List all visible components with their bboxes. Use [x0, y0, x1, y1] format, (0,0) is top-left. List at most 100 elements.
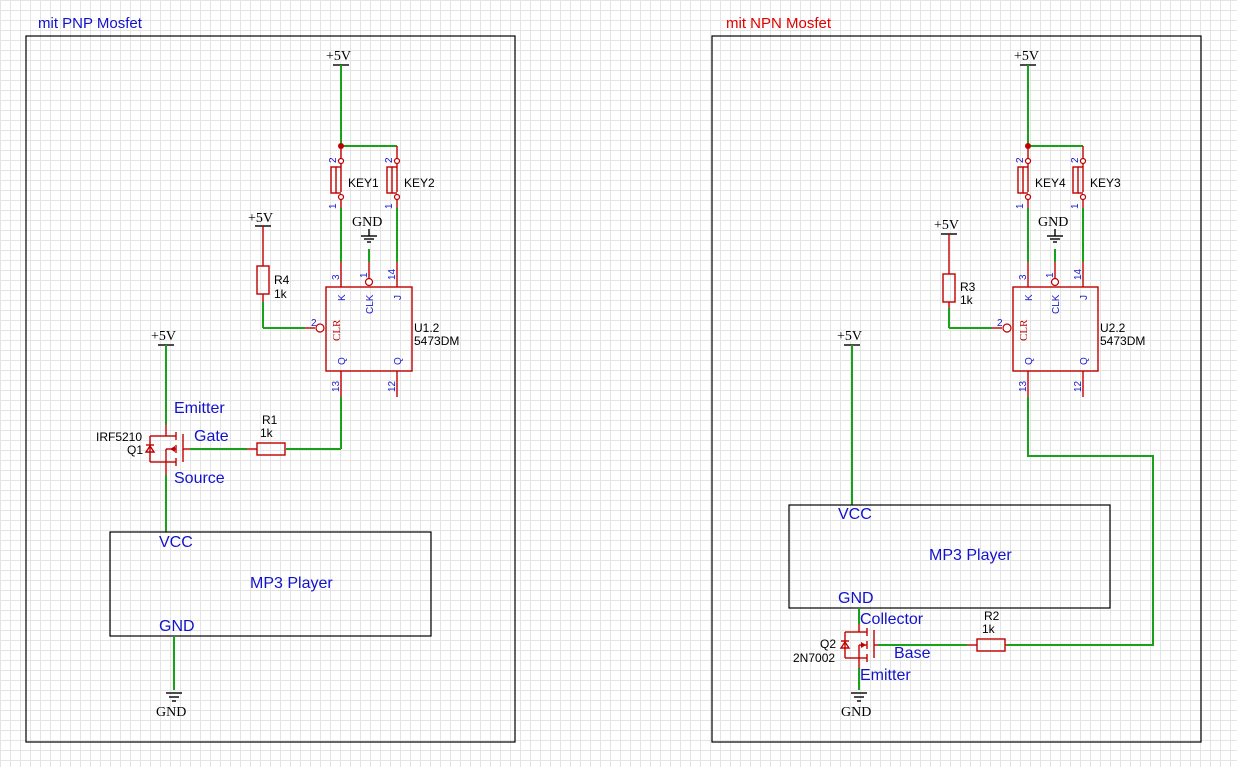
left-r4: R4 1k: [256, 265, 290, 302]
mosfet-ref: Q2: [820, 637, 836, 651]
right-gnd-ic: GND: [1038, 215, 1068, 262]
ic-ref: U2.2: [1100, 321, 1126, 335]
right-power-r: +5V: [934, 218, 959, 274]
power-label: +5V: [248, 211, 273, 226]
player-name: MP3 Player: [250, 575, 333, 592]
left-title: mit PNP Mosfet: [38, 15, 143, 32]
pin-number: 3: [331, 274, 342, 280]
pin-number: 14: [1073, 268, 1084, 280]
pin-number: 14: [387, 268, 398, 280]
emitter-label: Emitter: [860, 667, 911, 684]
power-label: +5V: [837, 329, 862, 344]
right-frame: [711, 35, 1202, 743]
left-gnd-bottom: GND: [156, 636, 186, 720]
pin-number: 1: [1045, 272, 1056, 278]
left-r1: R1 1k: [247, 413, 286, 456]
pin-number: 13: [1018, 380, 1029, 392]
right-r2: R2 1k: [967, 609, 1007, 652]
resistor-ref: R4: [274, 273, 290, 287]
right-key3: KEY3 2 1: [1070, 146, 1121, 209]
pin-number: 3: [1018, 274, 1029, 280]
gnd-label: GND: [841, 705, 871, 720]
resistor-value: 1k: [260, 426, 274, 440]
key-label: KEY1: [348, 176, 379, 190]
mosfet-part: 2N7002: [793, 651, 835, 665]
pin-number: 2: [384, 157, 395, 163]
source-label: Source: [174, 470, 225, 487]
pin-number: 2: [328, 157, 339, 163]
left-gnd-ic: GND: [352, 215, 382, 262]
pin-name: Q: [1024, 357, 1035, 365]
pin-name: CLK: [1051, 294, 1062, 314]
pin-number: 12: [1073, 380, 1084, 392]
pin-name: CLR: [331, 319, 343, 341]
right-schematic: mit NPN Mosfet +5V KEY4 2 1: [711, 15, 1202, 743]
base-label: Base: [894, 645, 931, 662]
pin-number: 2: [311, 318, 317, 329]
key-label: KEY3: [1090, 176, 1121, 190]
left-q1-mosfet: IRF5210 Q1 Emitter Gate Source: [96, 400, 229, 487]
right-mp3-player: VCC MP3 Player GND: [788, 504, 1111, 609]
pin-name: J: [1079, 295, 1090, 300]
collector-label: Collector: [860, 611, 924, 628]
pin-name: CLK: [365, 294, 376, 314]
resistor-ref: R2: [984, 609, 1000, 623]
power-label: +5V: [1014, 49, 1039, 64]
gnd-label: GND: [1038, 215, 1068, 230]
left-power-q: +5V: [151, 329, 176, 425]
pin-number: 13: [331, 380, 342, 392]
pin-number: 2: [1070, 157, 1081, 163]
resistor-value: 1k: [274, 287, 288, 301]
ic-ref: U1.2: [414, 321, 440, 335]
pin-number: 1: [1070, 203, 1081, 209]
power-label: +5V: [934, 218, 959, 233]
pin-name: Q: [393, 357, 404, 365]
right-ic-u2: 3 1 14 2 13 12 K CLK J CLR Q Q U2.2 5473…: [992, 262, 1145, 397]
left-frame: [25, 35, 516, 743]
pin-number: 2: [997, 318, 1003, 329]
left-key1: KEY1 2 1: [328, 146, 379, 209]
key-label: KEY4: [1035, 176, 1066, 190]
left-ic-u1: 3 1 14 2 13 12 K CLK J CLR Q Q U1.2 5473…: [305, 262, 459, 397]
right-gnd-bottom: GND: [841, 668, 871, 720]
right-power-top: +5V: [1014, 49, 1039, 145]
resistor-value: 1k: [960, 293, 974, 307]
gnd-label: GND: [159, 618, 195, 635]
left-power-top: +5V: [326, 49, 351, 145]
vcc-label: VCC: [159, 534, 193, 551]
left-key2: KEY2 2 1: [384, 146, 435, 209]
gate-label: Gate: [194, 428, 229, 445]
power-label: +5V: [326, 49, 351, 64]
left-schematic: mit PNP Mosfet +5V KEY1 2 1: [25, 15, 516, 743]
mosfet-part: IRF5210: [96, 430, 142, 444]
pin-number: 12: [387, 380, 398, 392]
key-label: KEY2: [404, 176, 435, 190]
mosfet-ref: Q1: [127, 443, 143, 457]
left-mp3-player: VCC MP3 Player GND: [109, 531, 432, 637]
right-title: mit NPN Mosfet: [726, 15, 832, 32]
pin-name: CLR: [1018, 319, 1030, 341]
pin-number: 1: [1015, 203, 1026, 209]
emitter-label: Emitter: [174, 400, 225, 417]
left-power-r: +5V: [248, 211, 273, 266]
pin-name: Q: [1079, 357, 1090, 365]
pin-number: 2: [1015, 157, 1026, 163]
pin-number: 1: [328, 203, 339, 209]
right-q2-mosfet: Q2 2N7002 Collector Base Emitter: [793, 611, 931, 684]
pin-number: 1: [359, 272, 370, 278]
right-r3: R3 1k: [942, 273, 976, 308]
resistor-ref: R3: [960, 280, 976, 294]
gnd-label: GND: [838, 590, 874, 607]
vcc-label: VCC: [838, 506, 872, 523]
gnd-label: GND: [352, 215, 382, 230]
ic-part: 5473DM: [1100, 334, 1145, 348]
pin-name: Q: [337, 357, 348, 365]
gnd-label: GND: [156, 705, 186, 720]
pin-name: J: [393, 295, 404, 300]
resistor-ref: R1: [262, 413, 278, 427]
right-key4: KEY4 2 1: [1015, 146, 1066, 209]
power-label: +5V: [151, 329, 176, 344]
right-power-vcc: +5V: [837, 329, 862, 505]
ic-part: 5473DM: [414, 334, 459, 348]
